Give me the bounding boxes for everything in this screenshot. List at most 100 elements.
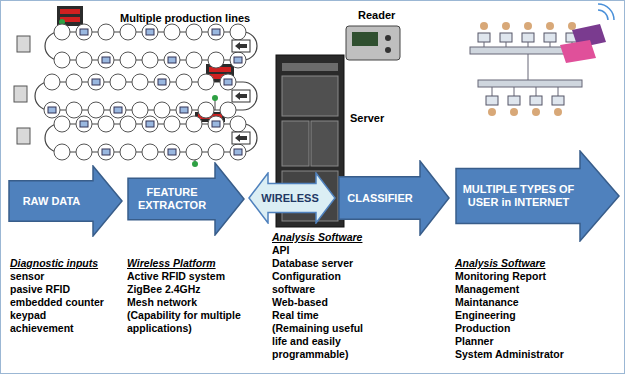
conveyor-roller [186, 52, 202, 68]
pc-icon [552, 96, 564, 105]
list-item: Monitoring Report [455, 270, 620, 283]
list-item: pasive RFID [10, 283, 122, 296]
network-link [492, 87, 493, 96]
pc-icon [486, 96, 498, 105]
user-icon [524, 22, 532, 30]
conveyor-roller [88, 102, 104, 118]
conveyor-roller [54, 144, 70, 160]
conveyor-roller [176, 74, 192, 90]
production-lines [14, 6, 257, 167]
laptop [560, 40, 596, 63]
network-link [558, 87, 559, 96]
conveyor-roller [110, 102, 126, 118]
product-box [92, 79, 100, 85]
flow-arrow [235, 42, 247, 50]
conveyor-roller [142, 52, 158, 68]
reader-button [385, 47, 391, 53]
arrow-label: RAW DATA [23, 195, 81, 208]
server-unit [282, 121, 309, 166]
list-item: sensor [10, 270, 122, 283]
conveyor-roller [76, 24, 92, 40]
image-caption: Server [350, 112, 384, 124]
conveyor-roller [120, 24, 136, 40]
arrow-outline [456, 151, 619, 241]
list-item: Database server [272, 257, 370, 270]
product-box [146, 121, 154, 127]
conveyor-roller [132, 102, 148, 118]
user-icon [532, 108, 540, 116]
conveyor-roller [230, 116, 246, 132]
user-icon [554, 108, 562, 116]
conveyor-roller [164, 144, 180, 160]
pc-icon [530, 96, 542, 105]
arrow-label: MULTIPLE TYPES OF USER in INTERNET [461, 183, 576, 209]
arrow-text-group: WIRELESS [261, 192, 318, 205]
network-link [506, 42, 507, 47]
counter-digits [60, 9, 80, 14]
server-unit [282, 63, 338, 71]
list-item: Real time (Remaining useful life and eas… [272, 309, 370, 361]
counter-display [57, 6, 83, 26]
user-icon [568, 22, 576, 30]
conveyor-roller [164, 52, 180, 68]
user-icon [502, 22, 510, 30]
product-box [80, 121, 88, 127]
network-link [528, 42, 529, 47]
list-item: keypad [10, 309, 122, 322]
list-item: System Administrator [455, 348, 620, 361]
conveyor-roller [76, 52, 92, 68]
text-column: Analysis SoftwareMonitoring ReportManage… [455, 257, 620, 361]
conveyor-roller [76, 116, 92, 132]
arrow-label: WIRELESS [261, 192, 318, 205]
product-box [212, 29, 220, 35]
conveyor-roller [66, 102, 82, 118]
network [470, 4, 614, 116]
conveyor-roller [230, 52, 246, 68]
conveyor-roller [186, 144, 202, 160]
arrow-text-group: FEATURE EXTRACTOR [133, 186, 211, 212]
counter-digits [209, 67, 231, 72]
product-box [114, 107, 122, 113]
conveyor-roller [54, 24, 70, 40]
reader-screen [352, 32, 378, 46]
product-box [180, 107, 188, 113]
product-box [146, 29, 154, 35]
pc-icon [500, 33, 512, 42]
station-device [17, 36, 30, 52]
conveyor-roller [208, 24, 224, 40]
conveyor-roller [44, 102, 60, 118]
sensor-dot [192, 161, 198, 167]
user-icon [488, 108, 496, 116]
list-item: ZigBee 2.4GHz [127, 283, 247, 296]
server-unit [282, 76, 338, 116]
conveyor-roller [154, 102, 170, 118]
arrow-text-group: RAW DATA [23, 195, 81, 208]
pc-icon [522, 33, 534, 42]
list-item: Planner [455, 335, 620, 348]
flow-sign [232, 40, 250, 52]
product-box [102, 57, 110, 63]
product-box [102, 149, 110, 155]
conveyor-roller [54, 116, 70, 132]
conveyor-roller [132, 74, 148, 90]
arrow-block: RAW DATA [8, 165, 123, 237]
conveyor-roller [198, 102, 214, 118]
arrow-outline [9, 166, 122, 236]
station-device [17, 128, 30, 144]
conveyor-roller [98, 24, 114, 40]
network-link [514, 87, 515, 96]
text-column: Diagnostic inputssensorpasive RFIDembedd… [10, 257, 122, 335]
column-heading: Wireless Platform [127, 257, 247, 270]
list-item: Web-based [272, 296, 370, 309]
arrow-block: CLASSIFIER [338, 160, 450, 236]
user-icon [546, 22, 554, 30]
conveyor-roller [176, 102, 192, 118]
list-item: Maintanance [455, 296, 620, 309]
product-box [80, 29, 88, 35]
sensor-stalk [215, 100, 216, 110]
conveyor-roller [208, 52, 224, 68]
conveyor-roller [230, 144, 246, 160]
sensor-dot [212, 95, 218, 101]
arrow-label: FEATURE EXTRACTOR [133, 186, 211, 212]
conveyor-roller [164, 116, 180, 132]
